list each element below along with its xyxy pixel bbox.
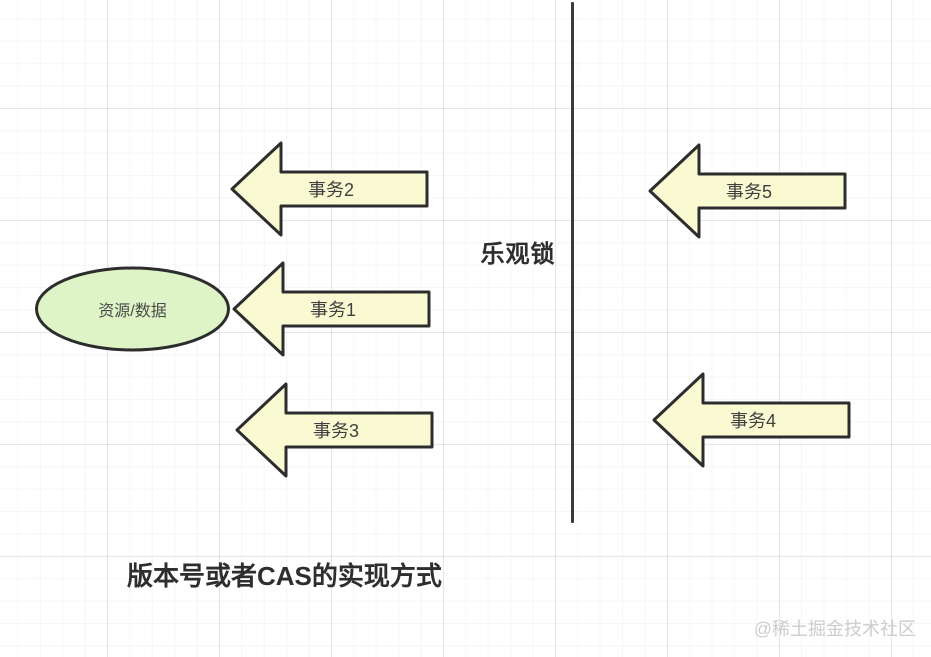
- arrow-label: 事务1: [309, 300, 356, 320]
- arrow-label: 事务3: [312, 421, 359, 441]
- arrow-label: 事务2: [307, 180, 354, 200]
- left-arrow-icon: [235, 382, 434, 478]
- vertical-divider-line: [571, 2, 574, 523]
- ellipse-shape: [35, 266, 230, 352]
- caption-implementation: 版本号或者CAS的实现方式: [127, 561, 442, 591]
- arrow-transaction-2: 事务2: [230, 141, 430, 237]
- arrow-label: 事务5: [725, 182, 772, 202]
- left-arrow-icon: [648, 143, 847, 239]
- arrow-transaction-3: 事务3: [235, 382, 435, 478]
- arrow-transaction-4: 事务4: [652, 372, 852, 468]
- resource-ellipse: [35, 266, 230, 352]
- arrow-transaction-5: 事务5: [648, 143, 848, 239]
- optimistic-lock-label: 乐观锁: [480, 241, 556, 268]
- watermark-juejin: @稀土掘金技术社区: [753, 619, 916, 639]
- left-arrow-icon: [652, 372, 851, 468]
- left-arrow-icon: [232, 261, 431, 357]
- left-arrow-icon: [230, 141, 429, 237]
- arrow-label: 事务4: [729, 411, 776, 431]
- arrow-transaction-1: 事务1: [232, 261, 432, 357]
- resource-node-label: 资源/数据: [98, 303, 167, 320]
- resource-data-node: 资源/数据: [33, 264, 232, 354]
